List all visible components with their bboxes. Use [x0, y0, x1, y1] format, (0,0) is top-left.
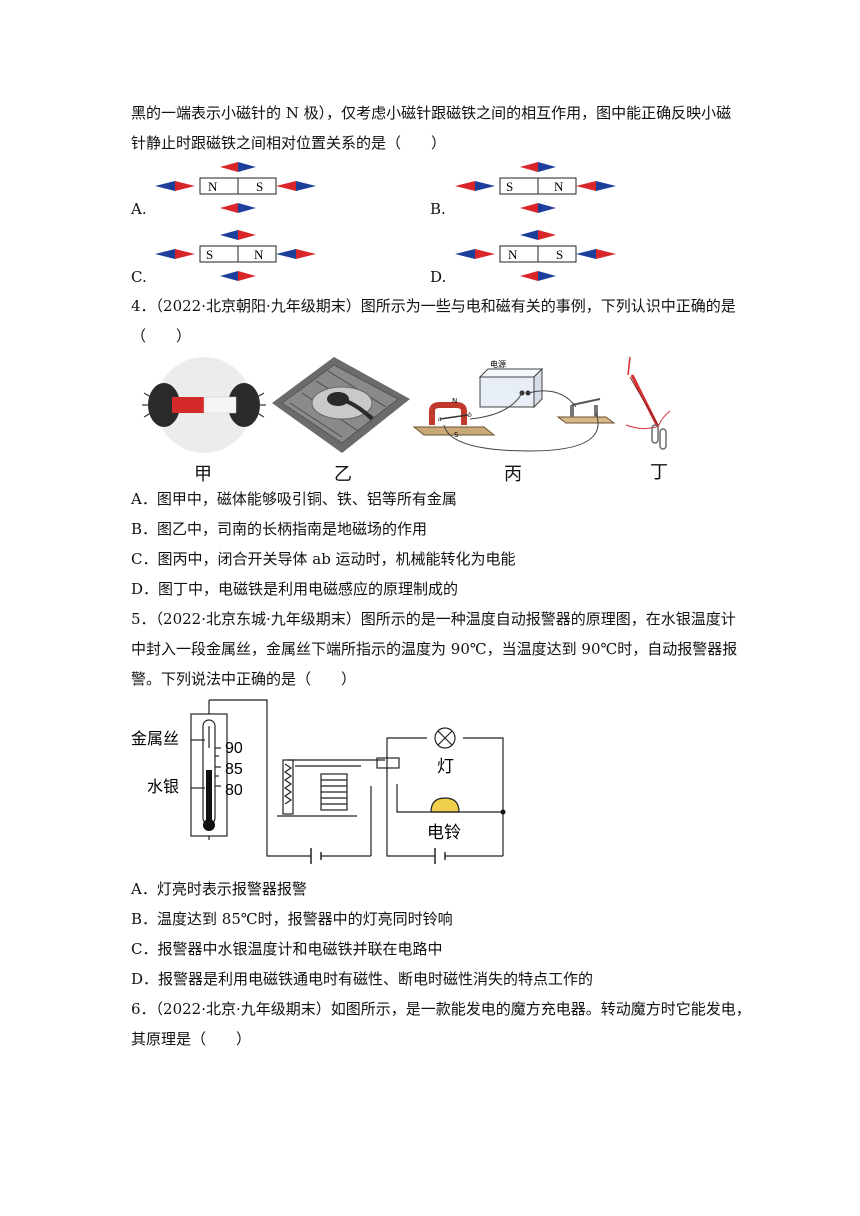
magnet-n-label: N	[452, 397, 457, 405]
lamp-icon	[434, 727, 456, 749]
q3-option-d-label: D.	[430, 268, 447, 286]
pole-label: S	[256, 179, 263, 194]
q5-choice-b: B．温度达到 85℃时，报警器中的灯亮同时铃响	[131, 910, 453, 928]
scale-80: 80	[225, 782, 243, 799]
wire-b-label: b	[468, 412, 472, 419]
scale-90: 90	[225, 740, 243, 757]
pole-label: S	[206, 247, 213, 262]
pole-label: N	[254, 247, 264, 262]
q3-option-a-label: A.	[131, 200, 147, 218]
q5-line1: 5．（2022·北京东城·九年级期末）图所示的是一种温度自动报警器的原理图，在水…	[131, 610, 736, 628]
pole-label: S	[506, 179, 513, 194]
q3-option-c-figure: S N	[155, 230, 316, 281]
q4-choice-c: C．图丙中，闭合开关导体 ab 运动时，机械能转化为电能	[131, 550, 516, 568]
needle-right-icon	[576, 249, 616, 259]
q3-option-c-label: C.	[131, 268, 147, 286]
q4-line2: （ ）	[131, 327, 192, 345]
pole-label: N	[508, 247, 518, 262]
q5-line3: 警。下列说法中正确的是（ ）	[131, 670, 357, 688]
q5-choice-c: C．报警器中水银温度计和电磁铁并联在电路中	[131, 940, 443, 958]
pole-label: N	[208, 179, 218, 194]
needle-right-icon	[276, 249, 316, 259]
q5-choice-a: A．灯亮时表示报警器报警	[131, 880, 307, 898]
label-bell: 电铃	[427, 823, 461, 843]
figure-caption-ding: 丁	[650, 462, 668, 483]
figure-caption-yi: 乙	[334, 464, 352, 485]
q4-choice-a: A．图甲中，磁体能够吸引铜、铁、铝等所有金属	[131, 490, 457, 508]
needle-top-icon	[520, 230, 556, 240]
pole-label: N	[554, 179, 564, 194]
needle-left-icon	[455, 249, 495, 259]
magnet-s-label: S	[454, 431, 459, 439]
q4-choice-d: D．图丁中，电磁铁是利用电磁感应的原理制成的	[131, 580, 459, 598]
bell-icon	[427, 797, 463, 813]
power-supply-label: 电源	[490, 359, 506, 369]
needle-right-icon	[276, 181, 316, 191]
q6-line1: 6．（2022·北京·九年级期末）如图所示，是一款能发电的魔方充电器。转动魔方时…	[131, 1000, 751, 1018]
electromagnet-clips-image	[625, 356, 671, 450]
q3-option-b-figure: S N	[455, 162, 616, 213]
label-lamp: 灯	[437, 757, 454, 777]
q4-choice-b: B．图乙中，司南的长柄指南是地磁场的作用	[131, 520, 428, 538]
needle-left-icon	[155, 249, 195, 259]
pole-label: S	[556, 247, 563, 262]
q3-option-d-figure: N S	[455, 230, 616, 281]
q5-line2: 中封入一段金属丝，金属丝下端所指示的温度为 90℃，当温度达到 90℃时，自动报…	[131, 640, 738, 658]
label-mercury: 水银	[147, 777, 179, 796]
q5-choice-d: D．报警器是利用电磁铁通电时有磁性、断电时磁性消失的特点工作的	[131, 970, 594, 988]
needle-top-icon	[520, 162, 556, 172]
figure-caption-jia: 甲	[194, 464, 212, 485]
scale-85: 85	[225, 761, 243, 778]
sinan-compass-image	[272, 357, 410, 453]
q6-line2: 其原理是（ ）	[131, 1030, 252, 1048]
needle-bottom-icon	[520, 203, 556, 213]
needle-top-icon	[220, 230, 256, 240]
needle-right-icon	[576, 181, 616, 191]
q4-line1: 4．（2022·北京朝阳·九年级期末）图所示为一些与电和磁有关的事例，下列认识中…	[131, 297, 736, 315]
label-metal-wire: 金属丝	[131, 729, 179, 748]
q3-line1: 黑的一端表示小磁针的 N 极），仅考虑小磁针跟磁铁之间的相互作用，图中能正确反映…	[131, 104, 732, 122]
needle-bottom-icon	[220, 203, 256, 213]
alarm-circuit-diagram: 金属丝 水银 90 85 80 灯 电铃	[131, 699, 506, 864]
needle-top-icon	[220, 162, 256, 172]
wire-a-label: a	[438, 416, 442, 423]
needle-bottom-icon	[220, 271, 256, 281]
q3-line2: 针静止时跟磁铁之间相对位置关系的是（ ）	[131, 134, 447, 152]
needle-left-icon	[155, 181, 195, 191]
needle-left-icon	[455, 181, 495, 191]
figure-caption-bing: 丙	[504, 464, 522, 485]
bar-magnet-filings-image	[142, 357, 266, 453]
q3-option-b-label: B.	[430, 200, 446, 218]
needle-bottom-icon	[520, 271, 556, 281]
q3-option-a-figure: N S	[155, 162, 316, 213]
induction-experiment-image: 电源 N S a b	[412, 359, 616, 452]
